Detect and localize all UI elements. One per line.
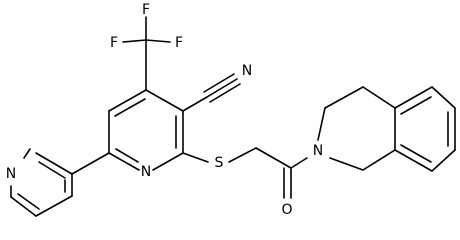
bond-ch2-ch2 bbox=[324, 86, 364, 109]
bond-ar-2 bbox=[431, 86, 456, 109]
atom-s-thioether: S bbox=[215, 155, 224, 171]
bond-ar-1-inner bbox=[400, 96, 432, 115]
atom-n-nitrile: N bbox=[242, 63, 252, 79]
atom-n-pyridyl: N bbox=[6, 166, 16, 182]
bond-n1-c2 bbox=[152, 152, 184, 171]
molecule-structure-diagram: F F F N N N S O N bbox=[6, 2, 456, 218]
bond-ar-5-inner bbox=[400, 144, 432, 163]
bond-c3-c4 bbox=[145, 89, 184, 112]
bond-ar-4 bbox=[431, 149, 456, 172]
bond-c6-pyridyl bbox=[71, 152, 110, 175]
bond-co-n bbox=[290, 157, 308, 169]
bond-c2-s bbox=[182, 152, 209, 163]
bond-ch2-co bbox=[255, 147, 292, 169]
bond-ch2-ar bbox=[362, 86, 396, 109]
atom-o-carbonyl: O bbox=[281, 202, 292, 218]
bond-cn-triple-c bbox=[209, 83, 241, 103]
bond-c-f-left bbox=[122, 39, 147, 43]
atom-f-right: F bbox=[175, 35, 183, 51]
bond-n-ch2-b bbox=[329, 157, 364, 171]
atom-n-pyridine: N bbox=[141, 164, 151, 180]
bond-pyr-c3-c2 bbox=[35, 152, 73, 175]
bond-pyr-c6-c5-inner bbox=[17, 193, 40, 210]
bond-pyr-c2-n bbox=[23, 148, 31, 159]
atom-f-left: F bbox=[110, 35, 118, 51]
atom-label-layer: F F F N N N S O N bbox=[6, 2, 323, 218]
bond-c-f-right bbox=[145, 39, 171, 43]
bond-c4-c5 bbox=[108, 89, 147, 112]
bond-ch2-ar-b bbox=[362, 149, 396, 171]
bond-layer bbox=[10, 16, 456, 217]
atom-n-isoquinoline: N bbox=[313, 143, 323, 159]
bond-pyr-c5-c4 bbox=[35, 195, 73, 217]
bond-s-ch2 bbox=[228, 147, 257, 163]
bond-pyr-c3-c2-inner bbox=[38, 161, 66, 179]
bond-n-ch2-a bbox=[317, 107, 326, 141]
bond-c3-cn bbox=[182, 96, 208, 112]
bond-c6-n1 bbox=[108, 152, 140, 171]
bond-ar-5 bbox=[394, 149, 433, 172]
atom-f-top: F bbox=[142, 2, 150, 18]
bond-cn-triple-a bbox=[206, 78, 238, 98]
bond-ar-1 bbox=[394, 86, 433, 109]
bond-c6-n1-inner bbox=[115, 148, 139, 163]
bond-c4-c5-inner bbox=[114, 98, 146, 117]
bond-pyr-c6-c5 bbox=[10, 196, 37, 217]
bond-cn-triple-b bbox=[203, 73, 235, 93]
